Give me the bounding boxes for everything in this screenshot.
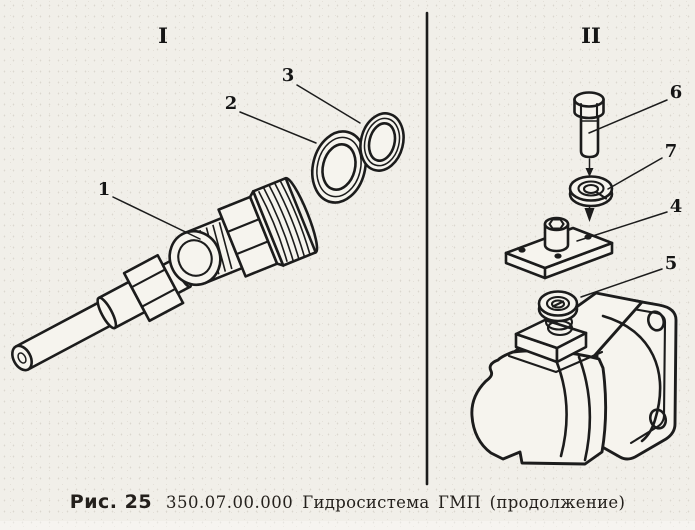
callout-1: 1: [98, 179, 111, 200]
pump-boss: [514, 318, 588, 364]
leader-line-1: [112, 196, 201, 240]
sealing-ring-2: [311, 130, 367, 204]
bolt-6: [573, 91, 605, 159]
lock-washer-7: [568, 175, 614, 208]
flange-bolt-hole-top: [646, 310, 666, 332]
callout-3: 3: [282, 65, 295, 86]
section-label-1: I: [158, 23, 168, 48]
figure-caption: Рис. 25 350.07.00.000 Гидросистема ГМП (пр…: [0, 491, 695, 513]
probe-hex-nut: [122, 253, 185, 323]
callout-5: 5: [665, 253, 678, 274]
section-1-assembly: 1 2 3: [11, 65, 405, 372]
seal-washer-5: [537, 290, 579, 323]
scan-edge-band: [0, 521, 695, 530]
pump-barrel: [470, 349, 607, 466]
leader-line-6: [588, 99, 668, 134]
callout-2: 2: [225, 93, 238, 114]
union-fitting: [168, 176, 319, 287]
hex-socket: [548, 218, 565, 230]
callout-7: 7: [665, 141, 678, 162]
figure-label: Рис. 25: [69, 491, 153, 513]
fitting-bore: [177, 239, 213, 277]
sealing-ring-3: [359, 112, 405, 172]
leader-line-3: [296, 84, 361, 124]
leader-line-7: [607, 157, 663, 190]
flange-bolt-hole-bottom: [648, 408, 668, 430]
sensor-probe: [11, 253, 193, 372]
section-2-assembly: 4 5 6 7: [470, 82, 683, 466]
figure-title: Гидросистема ГМП (продолжение): [302, 493, 626, 512]
plate-hole-dot: [554, 253, 562, 259]
washer-split: [595, 191, 608, 200]
section-label-2: II: [581, 23, 601, 48]
leader-line-4: [576, 211, 668, 242]
barrel-rear-edge: [601, 314, 662, 443]
callout-6: 6: [670, 82, 683, 103]
plate-hole-dot: [518, 247, 526, 253]
thread-arcs-right: [257, 181, 311, 262]
probe-tip-hole: [17, 352, 27, 364]
callout-4: 4: [670, 196, 683, 217]
figure-part-number: 350.07.00.000: [166, 493, 294, 512]
leader-line-2: [239, 111, 317, 144]
cover-plate: [504, 216, 614, 280]
leader-line-5: [580, 268, 663, 298]
pump-body: [470, 290, 678, 466]
